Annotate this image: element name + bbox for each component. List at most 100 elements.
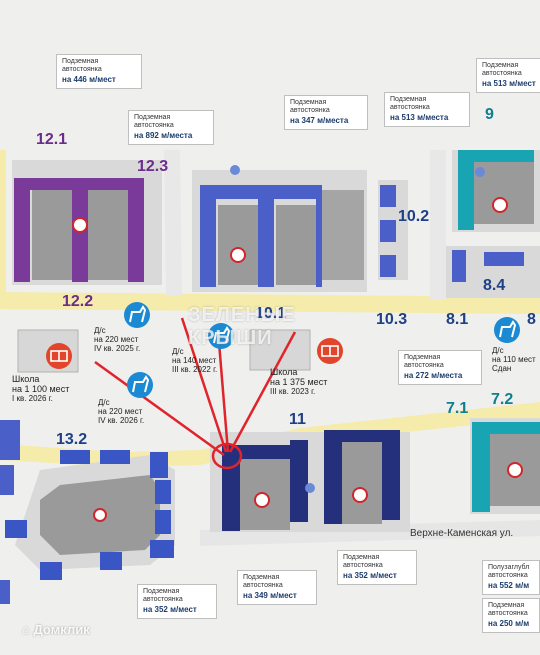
callout-capacity: на 552 м/м [488,581,530,590]
kindergarten-icon [494,317,520,343]
kindergarten-label-4: Д/с на 110 мест Сдан [492,346,536,373]
callout-line: Подземная [343,554,380,561]
facility-capacity: на 1 100 мест [12,384,70,394]
block-label-13-2: 13.2 [56,431,88,448]
callout-capacity: на 349 м/мест [243,591,297,600]
parking-callout-446: Подземная автостоянка на 446 м/мест [56,54,142,89]
callout-capacity: на 513 м/мест [482,79,536,88]
callout-line: Подземная [390,96,427,103]
callout-capacity: на 446 м/мест [62,75,116,84]
parking-callout-552: Полузаглубл автостоянка на 552 м/м [482,560,540,595]
facility-capacity: на 220 мест [98,407,143,416]
kindergarten-icon [124,302,150,328]
block-label-8-4: 8.4 [483,277,506,294]
callout-line: автостоянка [343,562,383,569]
block-10-2 [378,180,408,280]
block-label-8-1: 8.1 [446,311,469,328]
block-label-12-1: 12.1 [36,131,68,148]
callout-line: Полузаглубл [488,564,530,571]
facility-type: Д/с [98,398,110,407]
kindergarten-label-2: Д/с на 140 мест III кв. 2022 г. [172,347,217,374]
callout-line: автостоянка [134,122,174,129]
block-label-11: 11 [289,411,306,428]
road-vertical-left [0,150,6,300]
block-8-4-8-1 [446,246,540,298]
road-lower-right [200,520,540,546]
callout-capacity: на 352 м/мест [143,605,197,614]
block-label-9: 9 [485,106,494,123]
callout-capacity: на 250 м/м [488,619,530,628]
facility-date: IV кв. 2025 г. [94,344,141,353]
block-label-10-2: 10.2 [398,208,430,225]
parking-callout-272: Подземная автостоянка на 272 м/места [398,350,482,385]
block-10-1 [192,170,367,292]
facility-type: Д/с [172,347,184,356]
callout-line: автостоянка [243,582,283,589]
block-12-1-12-3 [12,160,162,285]
callout-capacity: на 352 м/мест [343,571,397,580]
callout-line: автостоянка [143,596,183,603]
facility-type: Школа [270,367,298,377]
facility-date: I кв. 2026 г. [12,394,53,403]
brand-watermark: ⌂ Домклик [22,622,90,637]
callout-line: автостоянка [488,572,528,579]
main-road-south [0,402,540,467]
block-7-1-7-2 [470,418,540,514]
facility-date: Сдан [492,364,512,373]
callout-capacity: на 892 м/места [134,131,193,140]
facility-type: Школа [12,374,40,384]
callout-line: Подземная [290,99,327,106]
callout-capacity: на 513 м/места [390,113,449,122]
parking-callout-892: Подземная автостоянка на 892 м/места [128,110,214,145]
parking-icon [230,165,485,177]
block-left-edge [0,420,20,604]
callout-line: Подземная [404,354,441,361]
school-icon [46,343,72,369]
callout-line: автостоянка [404,362,444,369]
school-icon [317,338,343,364]
block-label-8: 8 [527,311,536,328]
parking-callout-347: Подземная автостоянка на 347 м/места [284,95,368,130]
callout-line: автостоянка [488,610,528,617]
parking-callout-349: Подземная автостоянка на 349 м/мест [237,570,317,605]
block-label-10-1: 10.1 [255,305,287,322]
school-label-1: Школа на 1 100 мест I кв. 2026 г. [12,374,69,403]
block-13-2 [5,450,175,580]
facility-date: IV кв. 2026 г. [98,416,145,425]
block-label-7-2: 7.2 [491,391,514,408]
callout-capacity: на 272 м/места [404,371,463,380]
watermark: ЗЕЛЕНЫЕ КРЫШИ [188,304,296,349]
kindergarten-label-3: Д/с на 220 мест IV кв. 2026 г. [98,398,144,425]
callout-line: автостоянка [62,66,102,73]
block-label-12-2: 12.2 [62,293,94,310]
callout-line: автостоянка [482,70,522,77]
block-label-10-3: 10.3 [376,311,408,328]
kindergarten-icon [127,372,153,398]
callout-line: Подземная [482,62,519,69]
facility-date: III кв. 2022 г. [172,365,218,374]
school-building-2 [249,329,311,371]
callout-line: Подземная [243,574,280,581]
block-11 [210,430,410,532]
parking-callout-513-b: Подземная автостоянка на 513 м/мест [476,58,540,93]
brand-name: Домклик [33,622,90,637]
parking-callout-250: Подземная автостоянка на 250 м/м [482,598,540,633]
parking-callout-352-a: Подземная автостоянка на 352 м/мест [337,550,417,585]
road-vertical-east [430,150,446,300]
facility-capacity: на 110 мест [492,355,536,364]
facility-type: Д/с [492,346,504,355]
block-label-7-1: 7.1 [446,400,469,417]
parking-callout-513-a: Подземная автостоянка на 513 м/места [384,92,470,127]
facility-capacity: на 220 мест [94,335,139,344]
callout-capacity: на 347 м/места [290,116,349,125]
callout-line: автостоянка [290,107,330,114]
callout-line: Подземная [62,58,99,65]
facility-capacity: на 140 мест [172,356,217,365]
facility-date: III кв. 2023 г. [270,387,316,396]
parking-callout-352-b: Подземная автостоянка на 352 м/мест [137,584,217,619]
callout-line: Подземная [143,588,180,595]
block-label-12-3: 12.3 [137,158,169,175]
block-9 [452,150,540,232]
callout-line: Подземная [488,602,525,609]
facility-capacity: на 1 375 мест [270,377,328,387]
